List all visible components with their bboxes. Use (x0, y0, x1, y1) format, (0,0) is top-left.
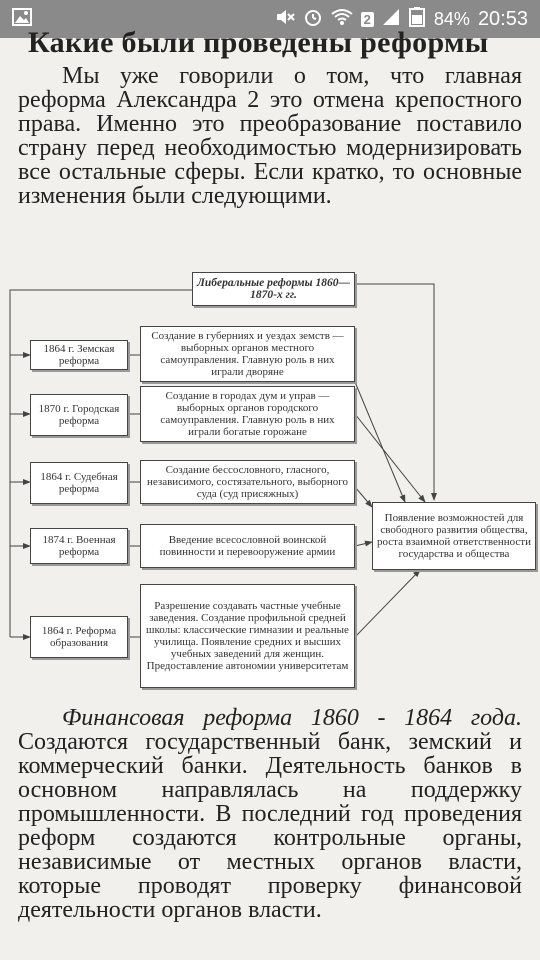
reform-name-box: 1864 г. Земская реформа (30, 340, 128, 370)
signal-icon (382, 8, 400, 31)
reform-description-box: Создание в городах дум и управ — выборны… (140, 386, 355, 442)
reforms-diagram: Либеральные реформы 1860—1870-х гг. 1864… (0, 262, 540, 702)
diagram-header-box: Либеральные реформы 1860—1870-х гг. (192, 272, 355, 306)
battery-percent: 84% (433, 8, 470, 29)
reform-name-box: 1870 г. Городская реформа (30, 394, 128, 436)
wifi-icon (331, 8, 353, 31)
page-heading: Какие были проведены реформы (28, 26, 489, 59)
image-icon (12, 7, 32, 31)
reform-description-box: Создание бессословного, гласного, незави… (140, 460, 355, 504)
diagram-connectors (9, 283, 437, 640)
reform-description-box: Введение всесословной воинской повинност… (140, 524, 355, 568)
battery-icon (408, 6, 426, 32)
reform-description-box: Разрешение создавать частные учебные зав… (140, 584, 355, 688)
finance-title: Финансовая реформа 1860 - 1864 года. (62, 705, 522, 731)
finance-text: Создаются государственный банк, земский … (18, 729, 522, 923)
reform-name-box: 1874 г. Военная реформа (30, 528, 128, 564)
reform-name-box: 1864 г. Реформа образования (30, 616, 128, 658)
result-box: Появление возможностей для свободного ра… (372, 502, 536, 570)
finance-paragraph: Финансовая реформа 1860 - 1864 года. Соз… (18, 706, 522, 922)
sim-badge: 2 (360, 11, 374, 27)
clock: 20:53 (477, 7, 528, 30)
alarm-icon (303, 7, 323, 32)
reform-name-box: 1864 г. Судебная реформа (30, 462, 128, 504)
intro-text: Мы уже говорили о том, что главная рефор… (18, 63, 522, 209)
intro-paragraph: Мы уже говорили о том, что главная рефор… (18, 64, 522, 208)
mute-icon (275, 8, 295, 31)
reform-description-box: Создание в губерниях и уездах земств — в… (140, 326, 355, 382)
status-bar: 2 84% 20:53 (0, 0, 540, 38)
